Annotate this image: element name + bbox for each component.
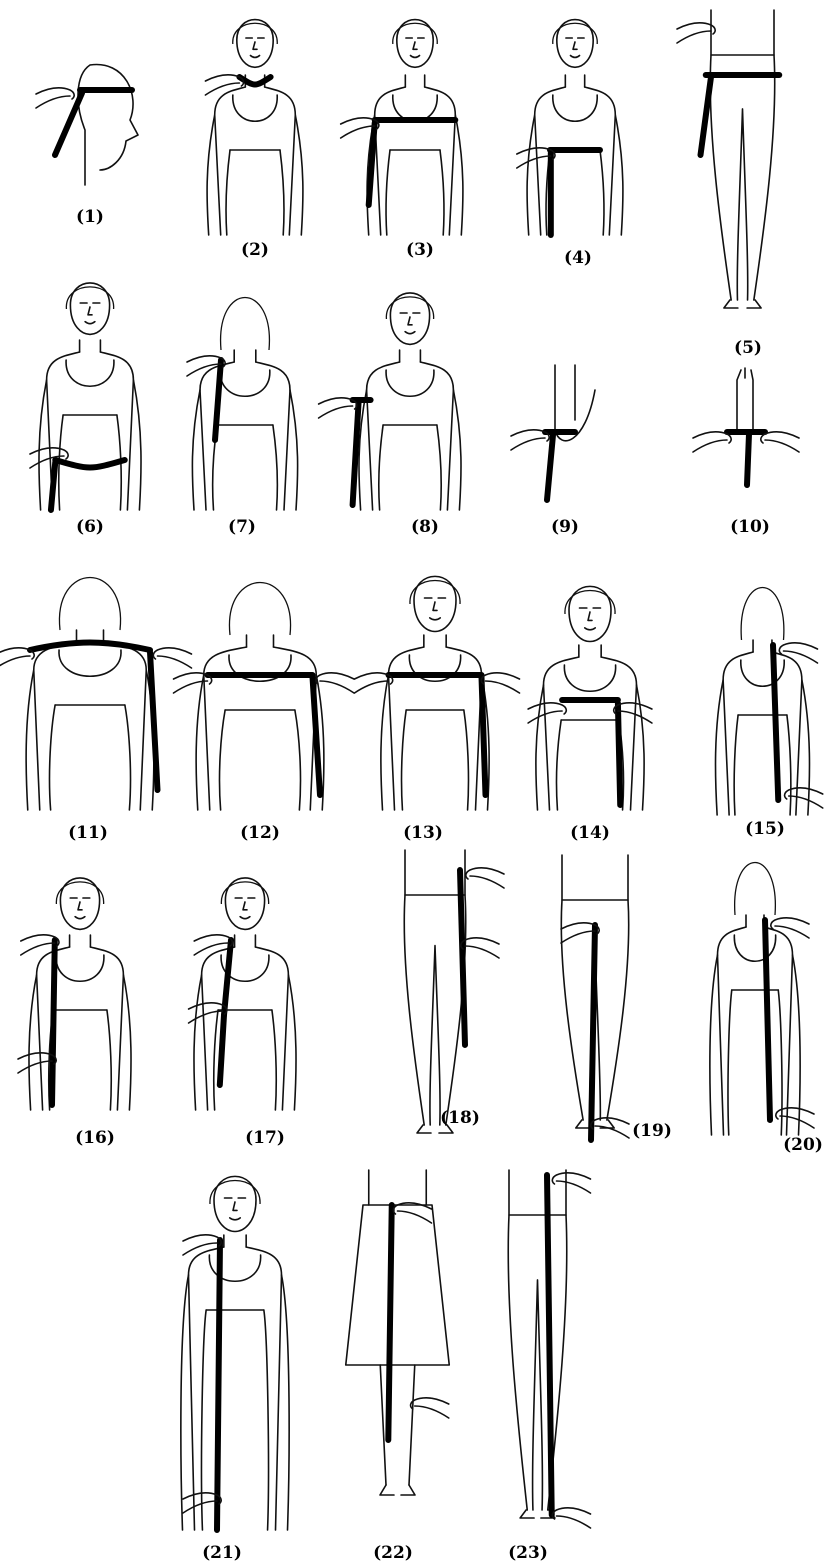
figure-label: (7) — [228, 517, 256, 537]
figure-label: (22) — [373, 1543, 413, 1563]
figure-label: (20) — [783, 1135, 823, 1155]
figure-18: (18) — [404, 850, 504, 1133]
figure-label: (19) — [632, 1121, 672, 1141]
figure-6: (6) — [30, 283, 141, 537]
figure-9: (9) — [511, 365, 595, 537]
figure-10: (10) — [693, 368, 799, 537]
figure-label: (11) — [68, 823, 108, 843]
figure-4: (4) — [517, 20, 623, 268]
figure-label: (21) — [202, 1543, 242, 1563]
figure-2: (2) — [205, 20, 303, 260]
figure-label: (13) — [403, 823, 443, 843]
figure-label: (2) — [241, 240, 269, 260]
figure-5: (5) — [677, 10, 779, 358]
figure-1: (1) — [36, 65, 138, 227]
figure-3: (3) — [341, 20, 463, 260]
figure-label: (18) — [440, 1108, 480, 1128]
figure-19: (19) — [561, 855, 672, 1141]
figure-15: (15) — [715, 588, 822, 840]
figure-label: (9) — [551, 517, 579, 537]
figure-14: (14) — [528, 586, 652, 843]
figure-label: (8) — [411, 517, 439, 537]
figure-12: (12) — [174, 583, 355, 844]
figure-21: (21) — [181, 1176, 289, 1563]
figure-8: (8) — [319, 293, 461, 537]
figure-label: (4) — [564, 248, 592, 268]
figure-label: (14) — [570, 823, 610, 843]
figure-13: (13) — [355, 576, 520, 843]
figure-16: (16) — [18, 878, 131, 1148]
figure-17: (17) — [189, 878, 296, 1148]
figure-7: (7) — [187, 298, 298, 538]
figure-23: (23) — [508, 1170, 590, 1563]
figure-label: (5) — [734, 338, 762, 358]
figure-22: (22) — [346, 1170, 450, 1563]
figure-label: (23) — [508, 1543, 548, 1563]
figure-label: (10) — [730, 517, 770, 537]
figure-label: (1) — [76, 207, 104, 227]
figure-20: (20) — [710, 863, 823, 1156]
figure-label: (6) — [76, 517, 104, 537]
figure-label: (17) — [245, 1128, 285, 1148]
figure-label: (15) — [745, 819, 785, 839]
figure-11: (11) — [0, 578, 192, 844]
figure-label: (12) — [240, 823, 280, 843]
figure-label: (16) — [75, 1128, 115, 1148]
figure-label: (3) — [406, 240, 434, 260]
